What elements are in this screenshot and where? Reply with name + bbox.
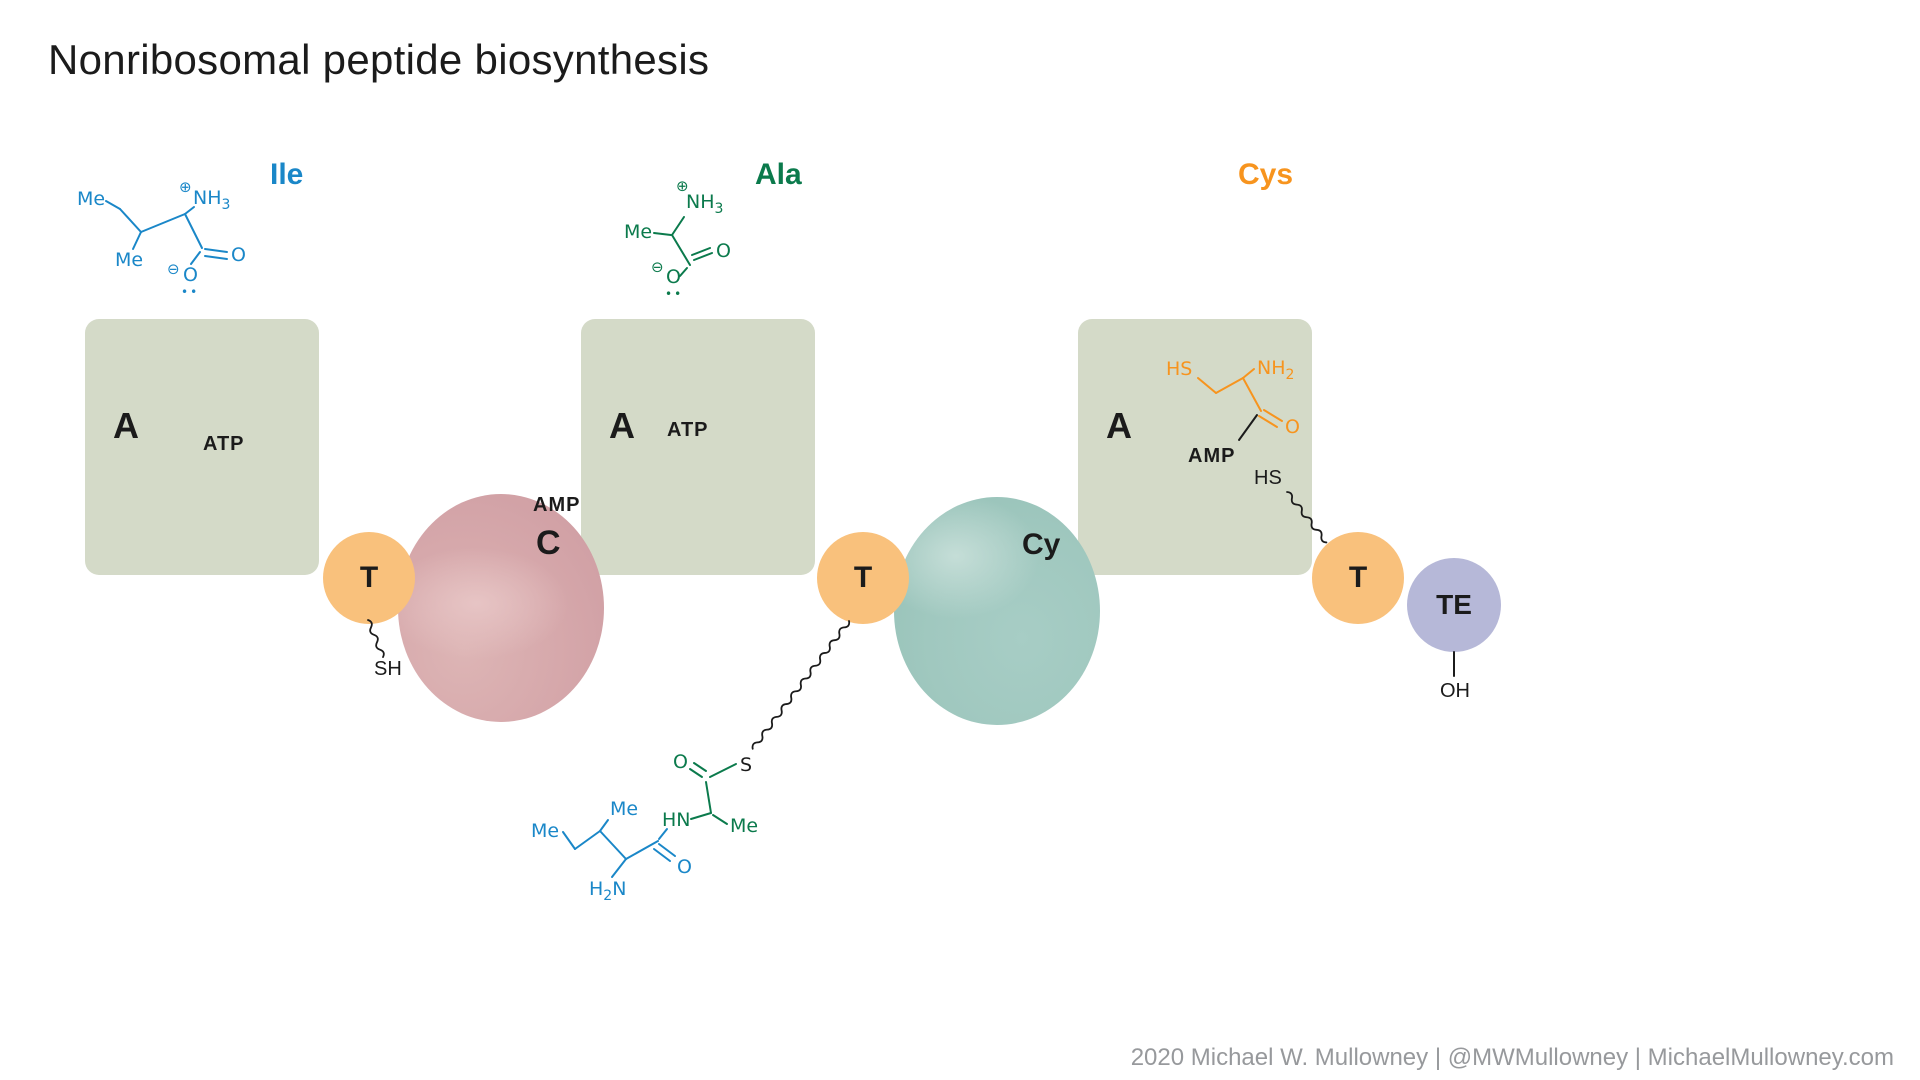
me-label: Me [730, 815, 758, 837]
adenylation-domain-1: A ATP [85, 319, 319, 575]
atp-label: ATP [667, 419, 709, 441]
dipeptide-ala-bonds [689, 762, 737, 825]
cyclization-letter: Cy [1022, 528, 1061, 561]
plus-charge-icon: ⊕ [179, 178, 192, 196]
o-label: O [183, 264, 198, 286]
h2n-label: H2N [589, 878, 626, 904]
adenylation-domain-3: A AMP [1078, 319, 1312, 575]
condensation-letter: C [536, 524, 561, 562]
o-label: O [677, 856, 692, 878]
o-label: O [666, 266, 681, 288]
atp-label: ATP [203, 433, 245, 455]
me-label: Me [77, 188, 105, 210]
nh3-label: NH3 [686, 191, 723, 217]
s-label: S [740, 754, 752, 776]
amp-label: AMP [1188, 445, 1236, 467]
thiolation-domain-3: T [1312, 532, 1404, 624]
footer-credit: 2020 Michael W. Mullowney | @MWMullowney… [1130, 1044, 1894, 1071]
t-domain-letter: T [1348, 561, 1368, 594]
lone-pair-dots: •• [665, 287, 683, 301]
ile-bonds [105, 200, 228, 265]
me-label: Me [115, 249, 143, 271]
oh-label: OH [1440, 680, 1470, 702]
minus-charge-icon: ⊖ [651, 258, 664, 276]
o-label: O [673, 751, 688, 773]
minus-charge-icon: ⊖ [167, 260, 180, 278]
ppant-arm-2 [751, 620, 851, 750]
a-domain-letter: A [1106, 405, 1132, 446]
thiolation-domain-1: T [323, 532, 415, 624]
hn-label: HN [662, 809, 691, 831]
cyclization-domain-circle [894, 497, 1100, 725]
dipeptide-ile-bonds [562, 819, 676, 878]
lone-pair-dots: •• [181, 285, 199, 299]
o-label: O [231, 244, 246, 266]
a-domain-letter: A [113, 405, 139, 446]
ala-structure: Me ⊕ NH3 O ⊖ O •• [624, 177, 731, 301]
te-domain-letter: TE [1436, 589, 1472, 620]
aa-label-ile: Ile [270, 158, 304, 191]
ppant-arm-1 [367, 619, 385, 658]
ile-structure: Me Me ⊕ NH3 O ⊖ O •• [77, 178, 246, 299]
me-label: Me [531, 820, 559, 842]
dipeptide-intermediate-structure: Me Me H2N O HN Me O S [531, 751, 758, 904]
o-label: O [716, 240, 731, 262]
adenylation-domain-2: A ATP [581, 319, 815, 575]
sh-thiol-label: SH [374, 658, 402, 680]
amp-label: AMP [533, 494, 581, 516]
me-label: Me [624, 221, 652, 243]
thioesterase-domain-circle: TE [1407, 558, 1501, 652]
plus-charge-icon: ⊕ [676, 177, 689, 195]
t-domain-letter: T [853, 561, 873, 594]
t-domain-letter: T [359, 561, 379, 594]
a-domain-letter: A [609, 405, 635, 446]
page-title: Nonribosomal peptide biosynthesis [48, 36, 710, 83]
condensation-domain-circle [398, 494, 604, 722]
nh3-label: NH3 [193, 187, 230, 213]
aa-label-ala: Ala [755, 158, 802, 191]
aa-label-cys: Cys [1238, 158, 1294, 191]
me-label: Me [610, 798, 638, 820]
ala-bonds [653, 216, 713, 277]
hs-thiol-label: HS [1254, 467, 1282, 489]
thiolation-domain-2: T [817, 532, 909, 624]
